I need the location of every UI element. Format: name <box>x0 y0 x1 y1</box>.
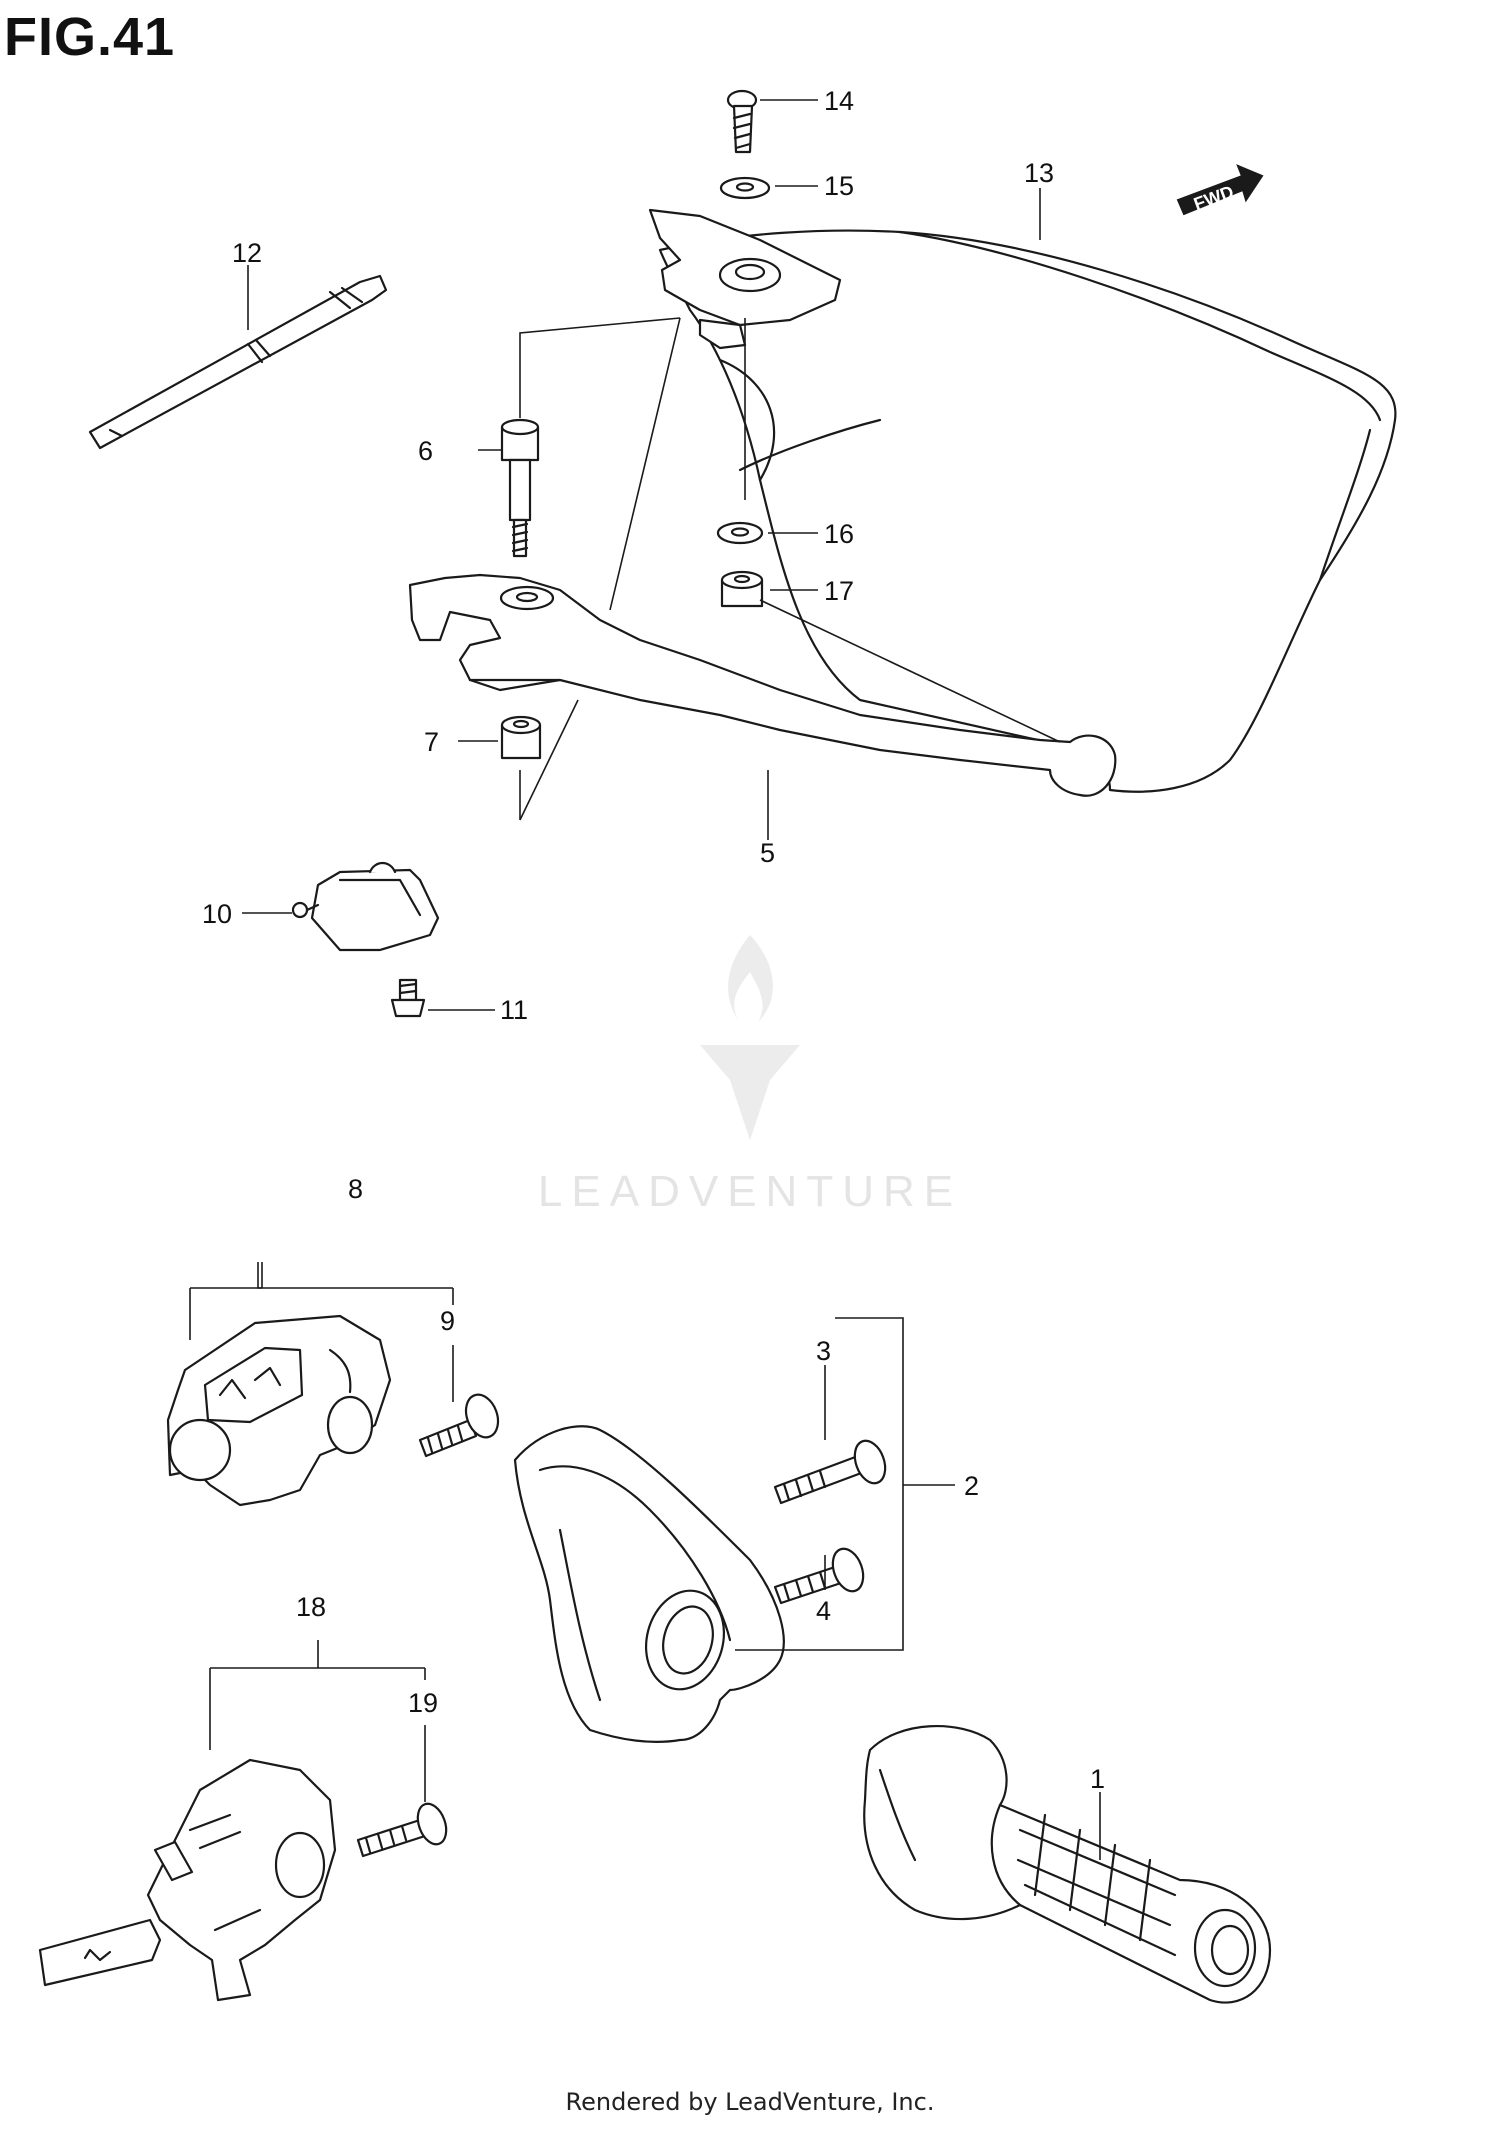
part-7-nut <box>500 715 542 760</box>
part-19-screw <box>356 1802 448 1858</box>
callout-11: 11 <box>500 995 528 1025</box>
leadventure-watermark: LEADVENTURE <box>538 935 962 1216</box>
part-2-bracket-line <box>735 1317 904 1651</box>
part-13-upper-clamp <box>648 208 842 350</box>
callout-1: 1 <box>1090 1764 1105 1794</box>
part-3-screw <box>773 1439 887 1505</box>
watermark-brand-text: LEADVENTURE <box>538 1167 962 1216</box>
part-1-grip <box>863 1725 1272 2004</box>
part-9-screw <box>418 1393 500 1458</box>
part-2-throttle-housing <box>513 1425 785 1744</box>
callout-15: 15 <box>824 171 854 201</box>
part-12-cable-tie <box>88 274 388 450</box>
callout-5: 5 <box>760 838 775 868</box>
part-6-pivot-bolt <box>500 418 540 558</box>
callout-17: 17 <box>824 576 854 606</box>
callout-labels: 14 15 13 12 6 16 17 7 5 10 11 8 9 3 2 4 … <box>202 86 1105 1794</box>
callout-19: 19 <box>408 1688 438 1718</box>
callout-8: 8 <box>348 1174 363 1204</box>
part-5-lever <box>408 573 1117 797</box>
callout-3: 3 <box>816 1336 831 1366</box>
part-16-washer <box>716 521 764 545</box>
fwd-direction-marker: FWD <box>1176 164 1264 216</box>
callout-12: 12 <box>232 238 262 268</box>
part-18-switch-assembly <box>38 1758 337 2002</box>
watermark-v-logo-icon <box>700 1045 800 1140</box>
callout-13: 13 <box>1024 158 1054 188</box>
callout-16: 16 <box>824 519 854 549</box>
callout-6: 6 <box>418 436 433 466</box>
assembly-leader-lines <box>519 317 1061 821</box>
part-14-bolt <box>726 89 758 154</box>
callout-7: 7 <box>424 727 439 757</box>
part-15-washer <box>719 176 771 200</box>
part-8-switch-assembly <box>166 1314 392 1507</box>
part-11-screw <box>390 978 426 1018</box>
callout-2: 2 <box>964 1471 979 1501</box>
callout-14: 14 <box>824 86 854 116</box>
part-13-hand-guard <box>658 229 1397 793</box>
callout-10: 10 <box>202 899 232 929</box>
part-10-lever-switch <box>291 861 440 952</box>
watermark-flame-icon <box>728 935 773 1022</box>
callout-18: 18 <box>296 1592 326 1622</box>
callout-9: 9 <box>440 1306 455 1336</box>
callout-leaders <box>242 99 1101 1860</box>
part-4-screw <box>773 1547 865 1605</box>
part-18-bracket-line <box>209 1640 426 1750</box>
figure-title: FIG.41 <box>4 7 176 67</box>
part-8-bracket-line <box>189 1262 454 1340</box>
footer-credit: Rendered by LeadVenture, Inc. <box>565 2088 935 2116</box>
part-17-nut <box>720 570 764 608</box>
fwd-label: FWD <box>1191 182 1236 215</box>
callout-4: 4 <box>816 1596 831 1626</box>
